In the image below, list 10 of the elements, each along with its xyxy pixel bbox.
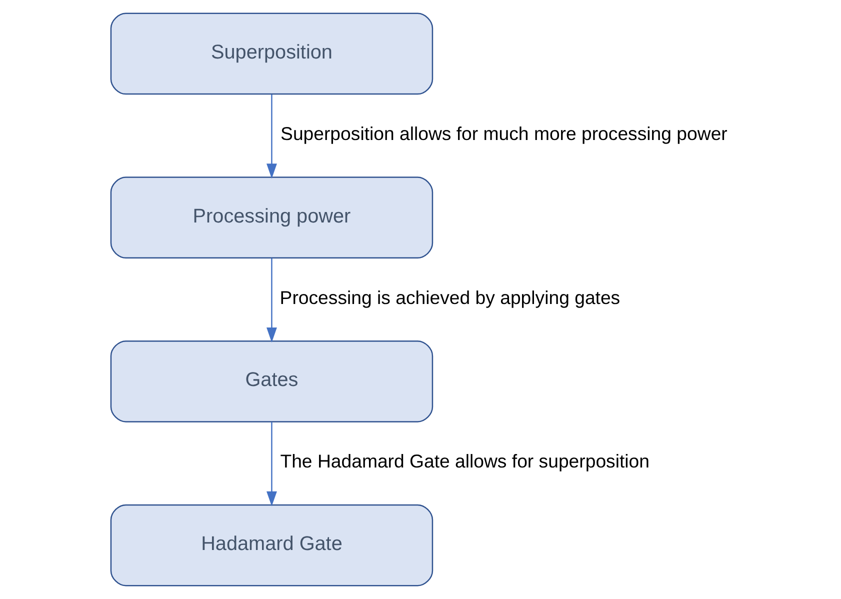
arrow (266, 94, 276, 179)
node-box: Gates (110, 340, 433, 422)
edge-label: Superposition allows for much more processing power (280, 122, 727, 144)
edge-label: Processing is achieved by applying gates (279, 286, 620, 308)
node-box: Processing power (110, 176, 433, 259)
node-box: Superposition (110, 12, 433, 95)
edge-label: The Hadamard Gate allows for superposition (280, 450, 650, 472)
arrow (266, 258, 276, 342)
node-box: Hadamard Gate (110, 504, 433, 586)
arrow (266, 422, 276, 506)
